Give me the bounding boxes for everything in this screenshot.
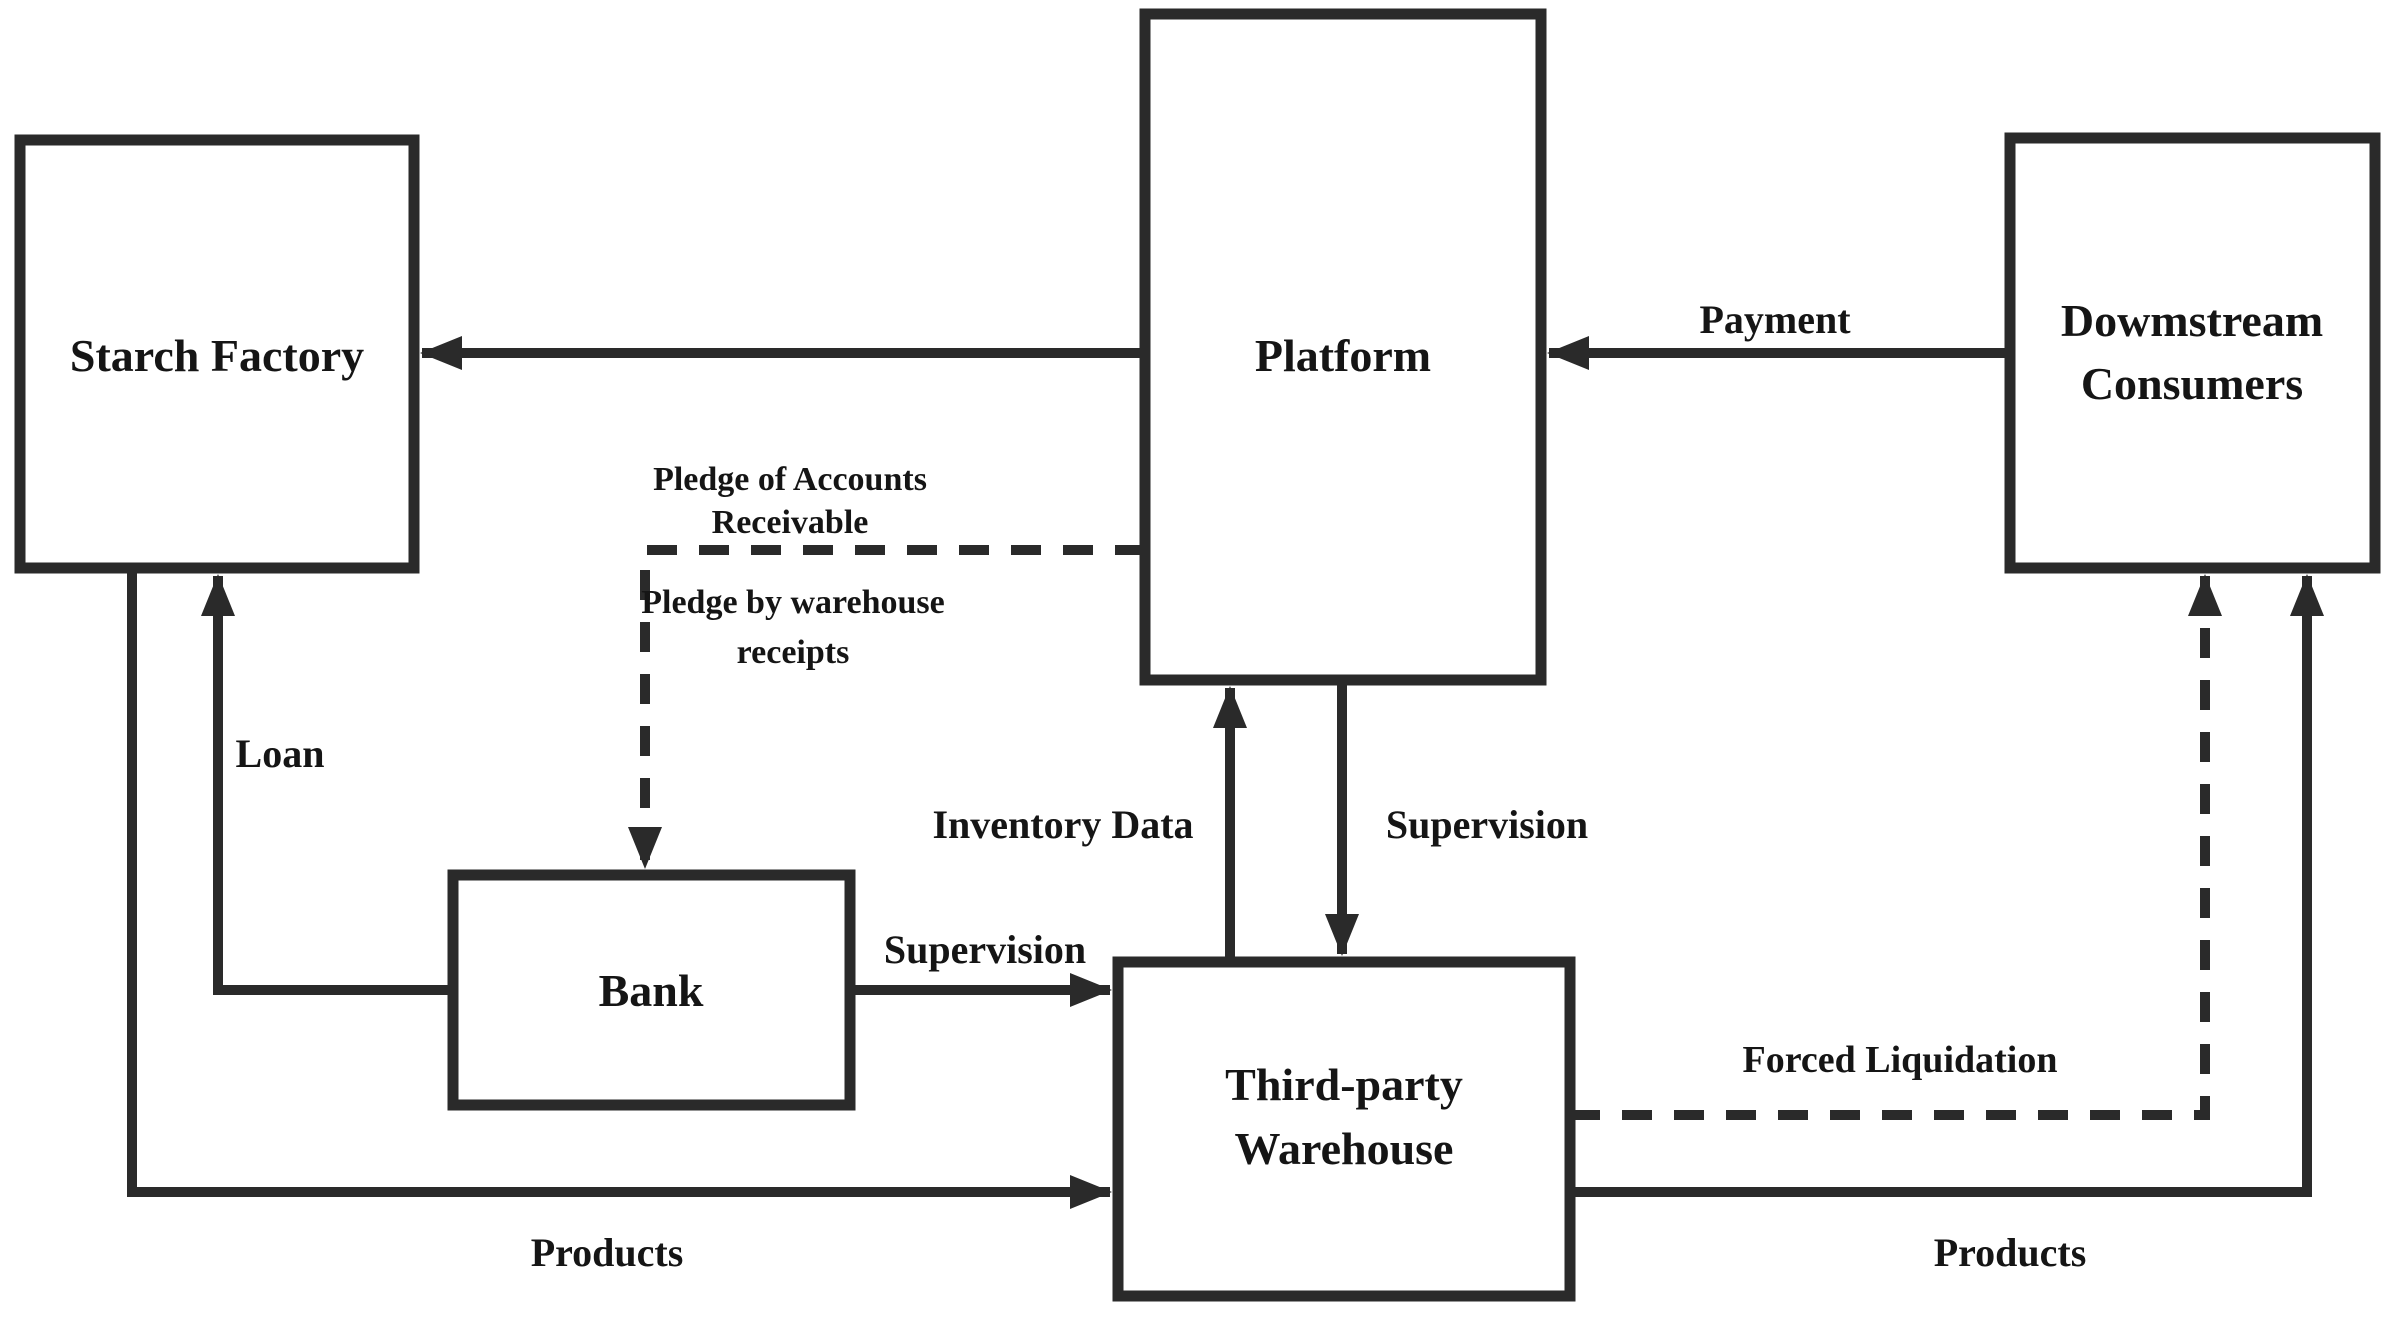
node-third-party-warehouse-box [1112,956,1576,1302]
pledge-accounts-label-line2: Receivable [712,504,869,541]
node-starch-factory-box [14,134,420,574]
edge-loan [201,574,453,995]
node-group [14,8,2381,1302]
platform-label: Platform [1255,330,1431,381]
edge-products-factory-warehouse [127,568,1112,1209]
third-party-warehouse-label-line1: Third-party [1225,1059,1463,1110]
pledge-accounts-label-line1: Pledge of Accounts [653,461,927,498]
pledge-receipts-label-line1: Pledge by warehouse [641,584,944,621]
edge-pledge-dashed [628,545,1145,869]
third-party-warehouse-label-line2: Warehouse [1235,1123,1454,1174]
forced-liquidation-label: Forced Liquidation [1743,1039,2058,1081]
loan-label: Loan [236,731,325,776]
edge-products-warehouse-consumers [1570,574,2324,1197]
downstream-consumers-label-line2: Consumers [2081,358,2303,409]
edge-group [127,336,2324,1209]
node-downstream-consumers-box [2004,132,2381,574]
node-bank-box [447,869,856,1111]
supervision-platform-warehouse-label: Supervision [1386,802,1588,847]
inventory-data-label: Inventory Data [932,802,1193,847]
bank-label: Bank [599,965,704,1016]
supervision-bank-warehouse-label: Supervision [884,927,1086,972]
products-warehouse-consumers-label: Products [1934,1230,2087,1275]
starch-factory-label: Starch Factory [70,330,364,381]
node-platform-box [1139,8,1547,686]
payment-label: Payment [1699,297,1851,342]
pledge-receipts-label-line2: receipts [737,634,850,671]
downstream-consumers-label-line1: Dowmstream [2061,295,2323,346]
products-factory-warehouse-label: Products [531,1230,684,1275]
edge-forced-liquidation [1570,574,2222,1120]
